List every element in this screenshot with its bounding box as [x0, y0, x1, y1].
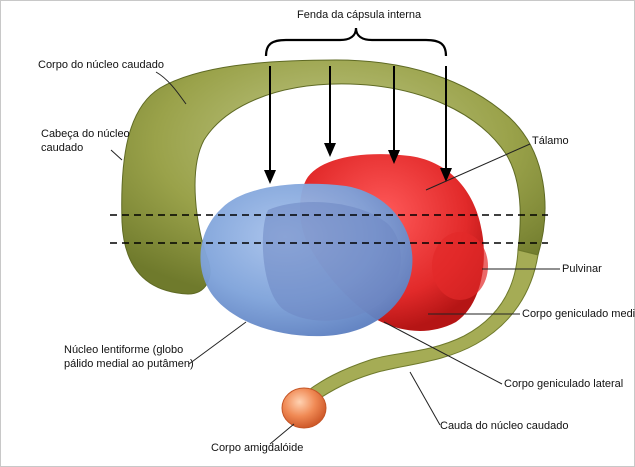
label-corpo-geniculado-lateral: Corpo geniculado lateral — [504, 378, 623, 391]
globus-pallidus — [263, 202, 401, 321]
label-talamo: Tálamo — [532, 135, 569, 148]
label-corpo-nucleo-caudado: Corpo do núcleo caudado — [38, 59, 164, 72]
amygdala — [282, 388, 326, 428]
label-nucleo-lentiforme-line1: Núcleo lentiforme (globo — [64, 344, 183, 357]
label-nucleo-lentiforme-line2: pálido medial ao putâmen) — [64, 358, 194, 371]
label-fenda-capsula-interna: Fenda da cápsula interna — [297, 9, 421, 22]
internal-capsule-brace — [266, 28, 446, 56]
label-pulvinar: Pulvinar — [562, 263, 602, 276]
label-cabeca-nucleo-caudado-line2: caudado — [41, 142, 83, 155]
label-corpo-geniculado-medial: Corpo geniculado medial — [522, 308, 635, 321]
label-corpo-amigdaloide: Corpo amigdalóide — [211, 442, 303, 455]
label-cabeca-nucleo-caudado-line1: Cabeça do núcleo — [41, 128, 130, 141]
label-cauda-nucleo-caudado: Cauda do núcleo caudado — [440, 420, 568, 433]
